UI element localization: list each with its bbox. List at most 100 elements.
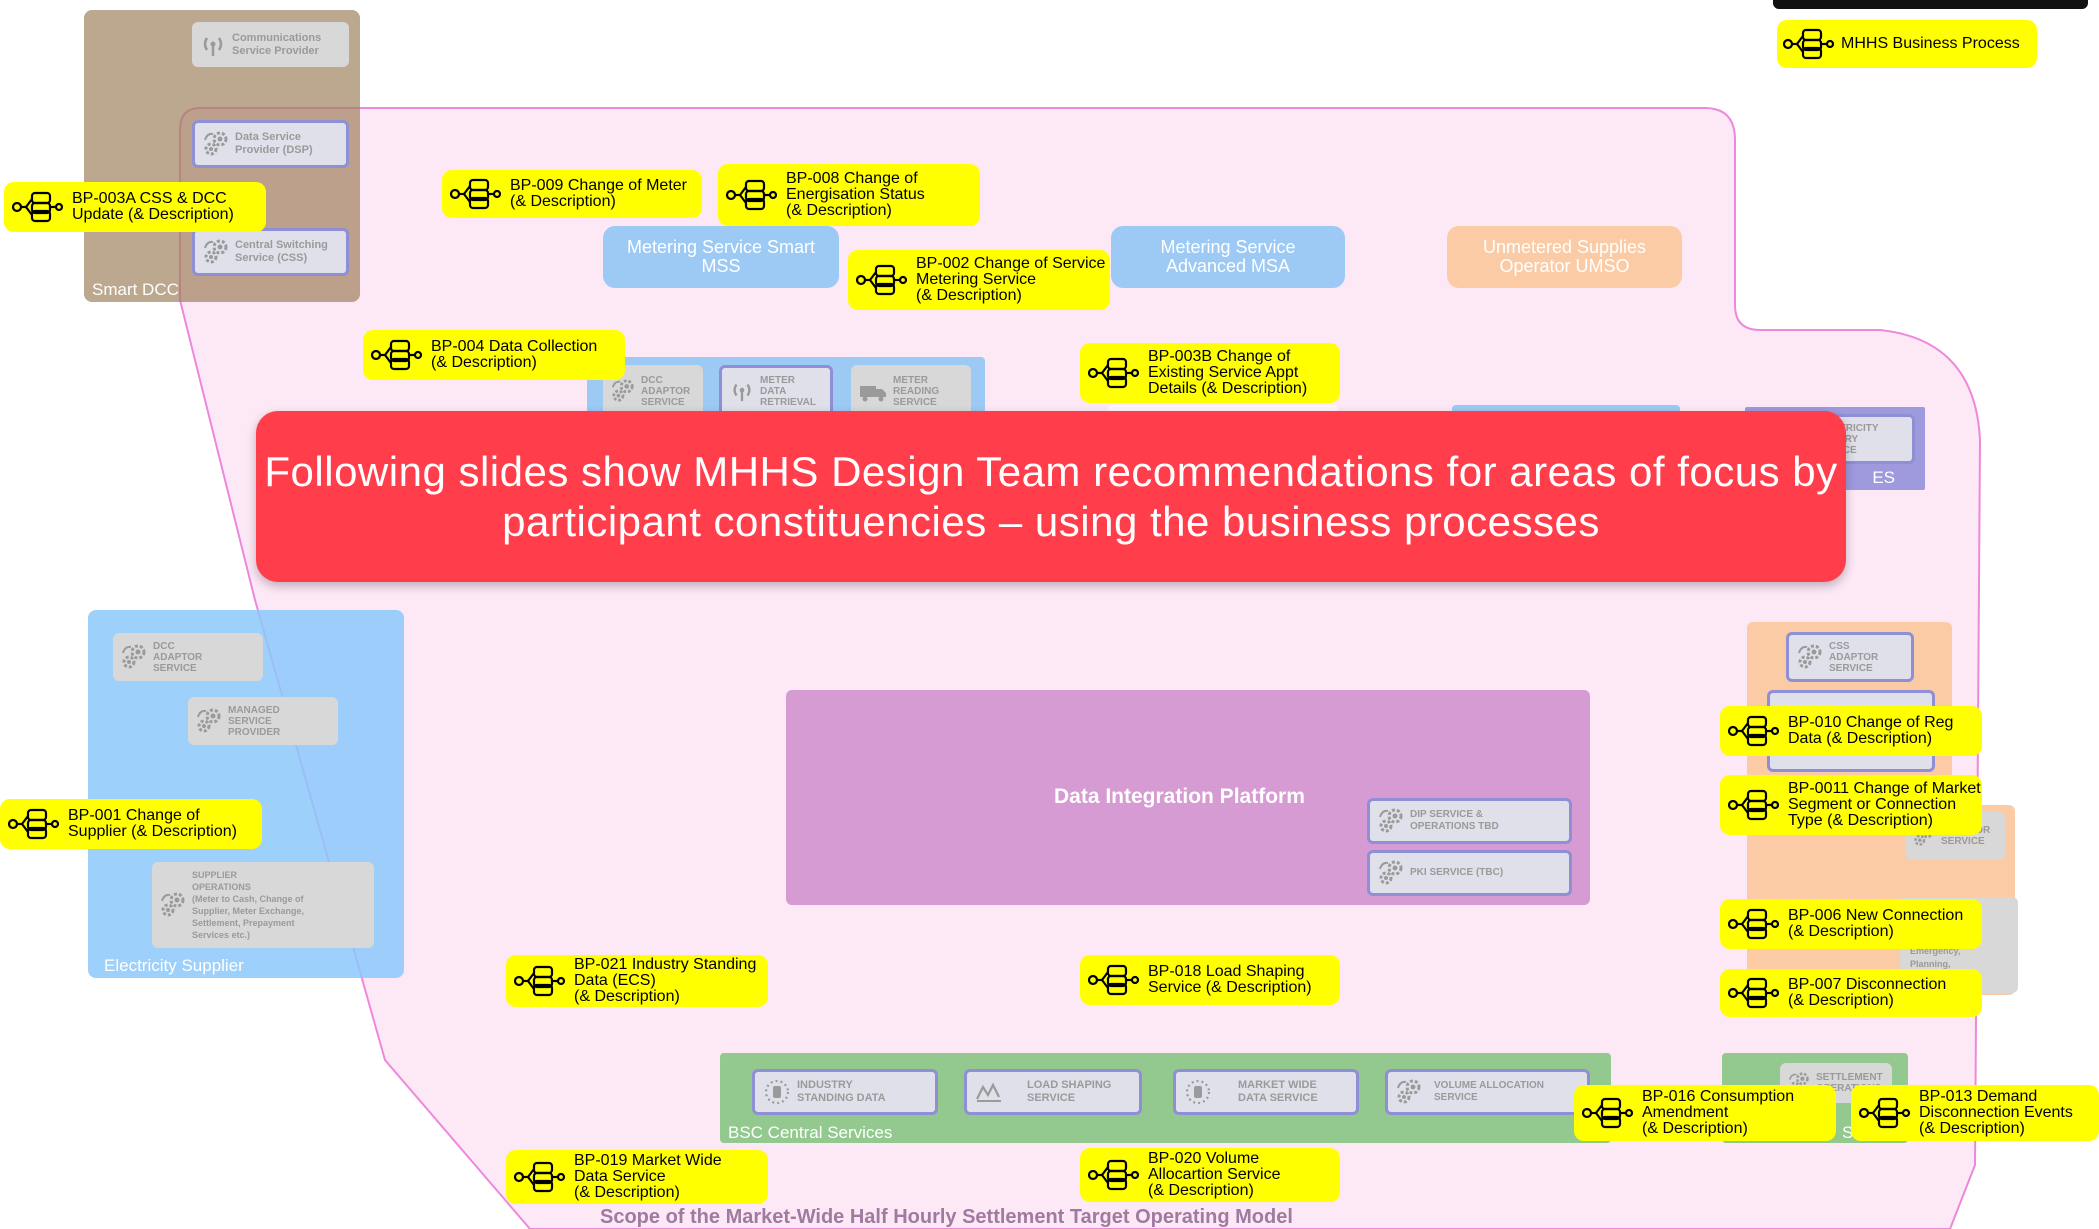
bp-label: BP-0011 Change of Market Segment or Conn… xyxy=(1788,780,1981,829)
business-process-icon xyxy=(1727,977,1780,1009)
bp-callout-bp016[interactable]: BP-016 Consumption Amendment (& Descript… xyxy=(1574,1085,1836,1141)
business-process-icon xyxy=(1087,1159,1140,1191)
service-dip-operations: DIP SERVICE & OPERATIONS TBD xyxy=(1367,798,1572,844)
business-process-icon xyxy=(11,191,64,223)
antenna-icon xyxy=(733,383,751,403)
smart-dcc-label: Smart DCC xyxy=(92,280,179,299)
service-dcc-adaptor: DCC ADAPTOR SERVICE xyxy=(603,365,703,417)
service-label: SETTLEMENT OPERATIONS xyxy=(1816,1072,1883,1094)
service-label: MANAGED SERVICE PROVIDER xyxy=(228,704,281,738)
gear-icon xyxy=(1378,860,1403,885)
gear-icon xyxy=(203,131,228,156)
bp-label: BP-016 Consumption Amendment (& Descript… xyxy=(1642,1088,1795,1137)
service-label: DCC ADAPTOR SERVICE xyxy=(641,374,691,408)
service-supplier-operations: SUPPLIER OPERATIONS (Meter to Cash, Chan… xyxy=(152,862,374,948)
service-label: LOAD SHAPING SERVICE xyxy=(1027,1079,1112,1104)
bp-label: BP-001 Change of Supplier (& Description… xyxy=(68,807,237,840)
service-volume-allocation: VOLUME ALLOCATION SERVICE xyxy=(1385,1069,1590,1115)
bp-callout-bp018[interactable]: BP-018 Load Shaping Service (& Descripti… xyxy=(1080,955,1340,1005)
business-process-icon xyxy=(1727,908,1780,940)
legend-business-process: MHHS Business Process xyxy=(1777,20,2037,68)
antenna-icon xyxy=(203,36,223,57)
scope-label: Scope of the Market-Wide Half Hourly Set… xyxy=(600,1206,1293,1228)
business-process-icon xyxy=(370,339,423,371)
business-process-icon xyxy=(1783,28,1835,60)
service-label: Communications Service Provider xyxy=(232,31,322,57)
service-pki: PKI SERVICE (TBC) xyxy=(1367,850,1572,896)
gear-icon xyxy=(1378,808,1403,833)
gear-icon xyxy=(203,239,228,264)
bp-callout-bp002[interactable]: BP-002 Change of Service Metering Servic… xyxy=(848,250,1110,310)
business-process-icon xyxy=(855,264,908,296)
dip-label: Data Integration Platform xyxy=(1054,785,1305,808)
bp-callout-bp009[interactable]: BP-009 Change of Meter (& Description) xyxy=(442,170,702,218)
business-process-icon xyxy=(1858,1097,1911,1129)
service-label: PKI SERVICE (TBC) xyxy=(1410,867,1504,878)
bp-callout-bp010[interactable]: BP-010 Change of Reg Data (& Description… xyxy=(1720,706,1982,756)
service-market-wide-data: MARKET WIDE DATA SERVICE xyxy=(1173,1069,1359,1115)
service-meter-data-retrieval: METER DATA RETRIEVAL xyxy=(719,365,833,417)
business-process-icon xyxy=(1087,964,1140,996)
service-label: MARKET WIDE DATA SERVICE xyxy=(1238,1079,1318,1104)
gear-icon xyxy=(121,644,146,669)
bp-callout-bp019[interactable]: BP-019 Market Wide Data Service (& Descr… xyxy=(506,1150,768,1204)
umso-box: Unmetered Supplies Operator UMSO xyxy=(1447,226,1682,288)
gear-icon xyxy=(1396,1079,1421,1104)
database-icon xyxy=(1185,1079,1211,1105)
bp-label: BP-009 Change of Meter (& Description) xyxy=(510,177,687,210)
business-process-icon xyxy=(513,965,566,997)
business-process-icon xyxy=(1727,789,1780,821)
business-process-icon xyxy=(1727,715,1780,747)
service-communications: Communications Service Provider xyxy=(192,22,349,67)
service-industry-standing-data: INDUSTRY STANDING DATA xyxy=(752,1069,938,1115)
bp-callout-bp021[interactable]: BP-021 Industry Standing Data (ECS) (& D… xyxy=(506,955,768,1007)
bp-callout-bp008[interactable]: BP-008 Change of Energisation Status (& … xyxy=(718,164,980,226)
business-process-icon xyxy=(1581,1097,1634,1129)
service-label: CSS ADAPTOR SERVICE xyxy=(1829,640,1879,674)
database-icon xyxy=(764,1079,790,1105)
service-css-adaptor: CSS ADAPTOR SERVICE xyxy=(1786,632,1914,682)
service-managed-service-provider: MANAGED SERVICE PROVIDER xyxy=(188,697,338,745)
service-label: METER READING SERVICE xyxy=(893,374,940,408)
settlement-label: S xyxy=(1842,1123,1854,1142)
bp-callout-bp003a[interactable]: BP-003A CSS & DCC Update (& Description) xyxy=(4,182,266,232)
business-process-icon xyxy=(1087,357,1140,389)
service-label: METER DATA RETRIEVAL xyxy=(760,374,816,408)
legend-label: MHHS Business Process xyxy=(1841,35,2020,52)
bp-callout-bp007[interactable]: BP-007 Disconnection (& Description) xyxy=(1720,969,1982,1017)
bp-label: BP-008 Change of Energisation Status (& … xyxy=(786,170,925,219)
chart-icon xyxy=(975,1083,1003,1103)
service-label: Central Switching Service (CSS) xyxy=(235,239,328,264)
truck-icon xyxy=(860,386,886,402)
bp-label: BP-013 Demand Disconnection Events (& De… xyxy=(1919,1088,2073,1137)
service-label: VOLUME ALLOCATION SERVICE xyxy=(1434,1080,1544,1103)
business-process-icon xyxy=(725,179,778,211)
bp-callout-bp0011[interactable]: BP-0011 Change of Market Segment or Conn… xyxy=(1720,775,1982,835)
bp-label: BP-003A CSS & DCC Update (& Description) xyxy=(72,190,234,223)
msa-box: Metering Service Advanced MSA xyxy=(1111,226,1345,288)
service-dcc-adaptor-supplier: DCC ADAPTOR SERVICE xyxy=(113,633,263,681)
bp-label: BP-003B Change of Existing Service Appt … xyxy=(1148,348,1308,397)
bp-label: BP-004 Data Collection (& Description) xyxy=(431,338,598,371)
service-central-switching: Central Switching Service (CSS) xyxy=(192,228,349,276)
bp-label: BP-018 Load Shaping Service (& Descripti… xyxy=(1148,963,1312,996)
bp-callout-bp001[interactable]: BP-001 Change of Supplier (& Description… xyxy=(0,799,262,849)
bp-callout-bp013[interactable]: BP-013 Demand Disconnection Events (& De… xyxy=(1851,1085,2099,1141)
bp-label: BP-020 Volume Allocartion Service (& Des… xyxy=(1148,1150,1281,1199)
bp-callout-bp020[interactable]: BP-020 Volume Allocartion Service (& Des… xyxy=(1080,1148,1340,1202)
banner: Following slides show MHHS Design Team r… xyxy=(256,411,1846,582)
bp-callout-bp004[interactable]: BP-004 Data Collection (& Description) xyxy=(363,330,625,380)
bp-label: BP-002 Change of Service Metering Servic… xyxy=(916,255,1106,304)
bp-label: BP-010 Change of Reg Data (& Description… xyxy=(1788,714,1954,747)
bp-label: BP-019 Market Wide Data Service (& Descr… xyxy=(574,1152,722,1201)
electricity-enquiry-label: ES xyxy=(1872,468,1895,487)
service-load-shaping: LOAD SHAPING SERVICE xyxy=(964,1069,1142,1115)
bp-callout-bp006[interactable]: BP-006 New Connection (& Description) xyxy=(1720,899,1982,949)
service-label: INDUSTRY STANDING DATA xyxy=(797,1079,886,1104)
service-label: Data Service Provider (DSP) xyxy=(235,131,313,156)
gear-icon xyxy=(160,892,185,917)
service-label: SUPPLIER OPERATIONS (Meter to Cash, Chan… xyxy=(192,870,305,940)
business-process-icon xyxy=(513,1161,566,1193)
bp-callout-bp003b[interactable]: BP-003B Change of Existing Service Appt … xyxy=(1080,343,1340,403)
bp-label: BP-021 Industry Standing Data (ECS) (& D… xyxy=(574,956,757,1005)
